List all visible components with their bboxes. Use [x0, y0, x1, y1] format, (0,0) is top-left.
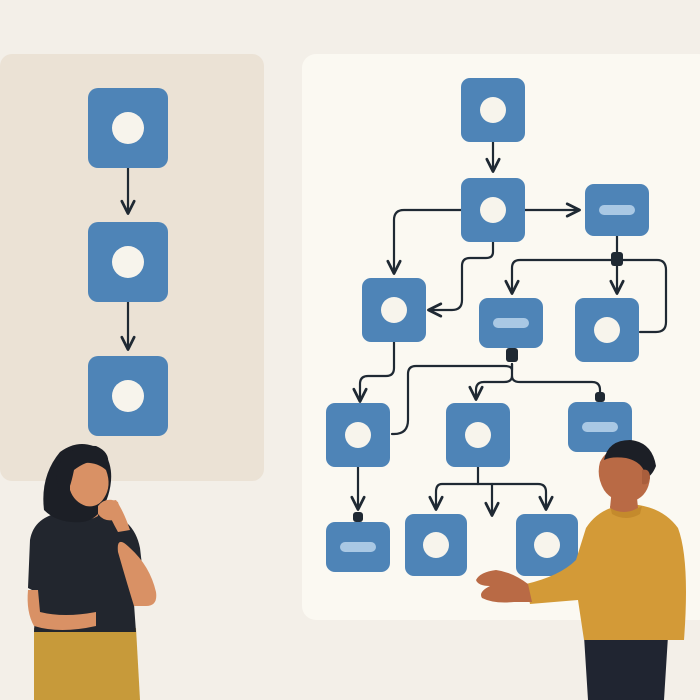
- flow-node-R2: [461, 178, 525, 242]
- node-circle-icon: [423, 532, 449, 558]
- man-hair: [604, 440, 656, 478]
- node-circle-icon: [112, 246, 144, 278]
- junction-dot: [611, 252, 623, 266]
- flow-node-R12: [516, 514, 578, 576]
- right-flow-nodes: [326, 78, 649, 576]
- node-circle-icon: [534, 532, 560, 558]
- node-bar-icon: [599, 205, 635, 215]
- person-woman-thinking: [27, 444, 157, 700]
- junction-dot: [595, 392, 605, 402]
- connector-R4-R7: [352, 340, 396, 403]
- node-bar-icon: [582, 422, 618, 432]
- node-circle-icon: [480, 97, 506, 123]
- connector-branch-R12: [476, 482, 554, 511]
- flow-node-R5: [479, 298, 543, 348]
- man-collar: [610, 506, 642, 518]
- node-circle-icon: [381, 297, 407, 323]
- flow-node-R9: [568, 402, 632, 452]
- man-ear: [642, 469, 650, 485]
- node-circle-icon: [594, 317, 620, 343]
- connector-junctions: [353, 252, 623, 522]
- connector-branch-R11: [428, 482, 480, 511]
- junction-dot: [353, 512, 363, 522]
- connector-R2-R4-side: [427, 240, 495, 318]
- connector-junction-R9: [510, 374, 602, 396]
- woman-arm-down: [27, 590, 97, 630]
- node-circle-icon: [112, 112, 144, 144]
- flow-node-R10: [326, 522, 390, 572]
- flow-node-L3: [88, 356, 168, 436]
- woman-pants: [34, 628, 140, 700]
- connector-junction-R6-loop: [615, 258, 668, 334]
- flow-node-L1: [88, 88, 168, 168]
- woman-arm-raised: [117, 541, 157, 606]
- flow-node-L2: [88, 222, 168, 302]
- flow-node-R11: [405, 514, 467, 576]
- node-circle-icon: [112, 380, 144, 412]
- node-circle-icon: [465, 422, 491, 448]
- junction-dot: [506, 348, 518, 362]
- man-shirt: [526, 504, 686, 640]
- woman-hand: [98, 499, 120, 521]
- flow-node-R8: [446, 403, 510, 467]
- flow-node-R6: [575, 298, 639, 362]
- flow-node-R4: [362, 278, 426, 342]
- man-hand: [476, 570, 532, 603]
- flow-node-R1: [461, 78, 525, 142]
- man-pants: [584, 636, 668, 700]
- woman-shirt: [28, 512, 146, 632]
- connector-junction-R5: [504, 258, 619, 295]
- connector-junction-R7: [390, 362, 514, 436]
- node-bar-icon: [340, 542, 376, 552]
- node-circle-icon: [345, 422, 371, 448]
- flow-node-R3: [585, 184, 649, 236]
- connector-R2-R4: [386, 208, 463, 275]
- woman-hair-front: [56, 445, 109, 500]
- node-circle-icon: [480, 197, 506, 223]
- person-man-presenting: [476, 440, 686, 700]
- flow-node-R7: [326, 403, 390, 467]
- woman-face: [70, 462, 109, 507]
- node-bar-icon: [493, 318, 529, 328]
- left-flow-nodes: [88, 88, 168, 436]
